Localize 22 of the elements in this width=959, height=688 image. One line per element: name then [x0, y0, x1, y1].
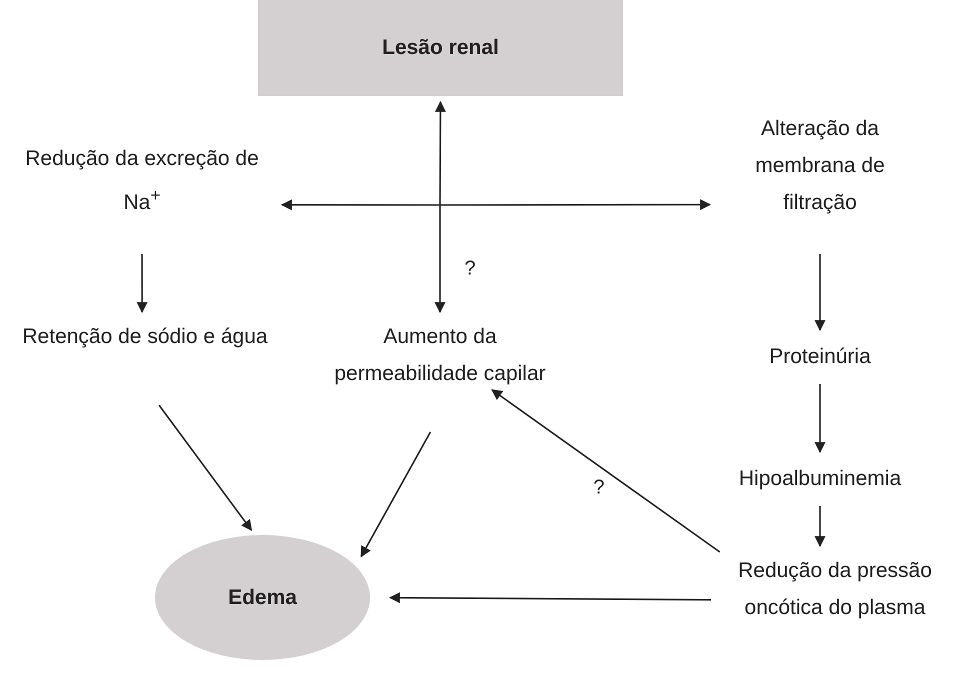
arrow — [491, 389, 720, 553]
arrow — [434, 205, 446, 314]
node-label: Edema — [228, 586, 297, 610]
node-label: Redução da excreção de Na$^{+}$ — [12, 140, 272, 220]
node-label: Lesão renal — [382, 36, 499, 60]
arrow — [814, 506, 826, 548]
arrow — [136, 254, 148, 314]
arrow — [440, 199, 712, 210]
node-label: Hipoalbuminemia — [700, 460, 940, 500]
node-label: Retenção de sódio e água — [0, 318, 290, 394]
node-label: Aumento da permeabilidade capilar — [320, 318, 560, 432]
arrow — [360, 432, 432, 558]
node-label: Proteinúria — [720, 338, 920, 378]
process-box — [258, 0, 623, 96]
arrow — [434, 100, 446, 205]
arrow — [158, 404, 252, 532]
node-label: Redução da pressão oncótica do plasma — [715, 552, 955, 666]
arrow — [280, 199, 440, 210]
arrow — [388, 592, 711, 604]
node-label: Alteração da membrana de filtração — [720, 110, 920, 224]
arrow — [814, 384, 826, 454]
arrow — [814, 254, 826, 332]
